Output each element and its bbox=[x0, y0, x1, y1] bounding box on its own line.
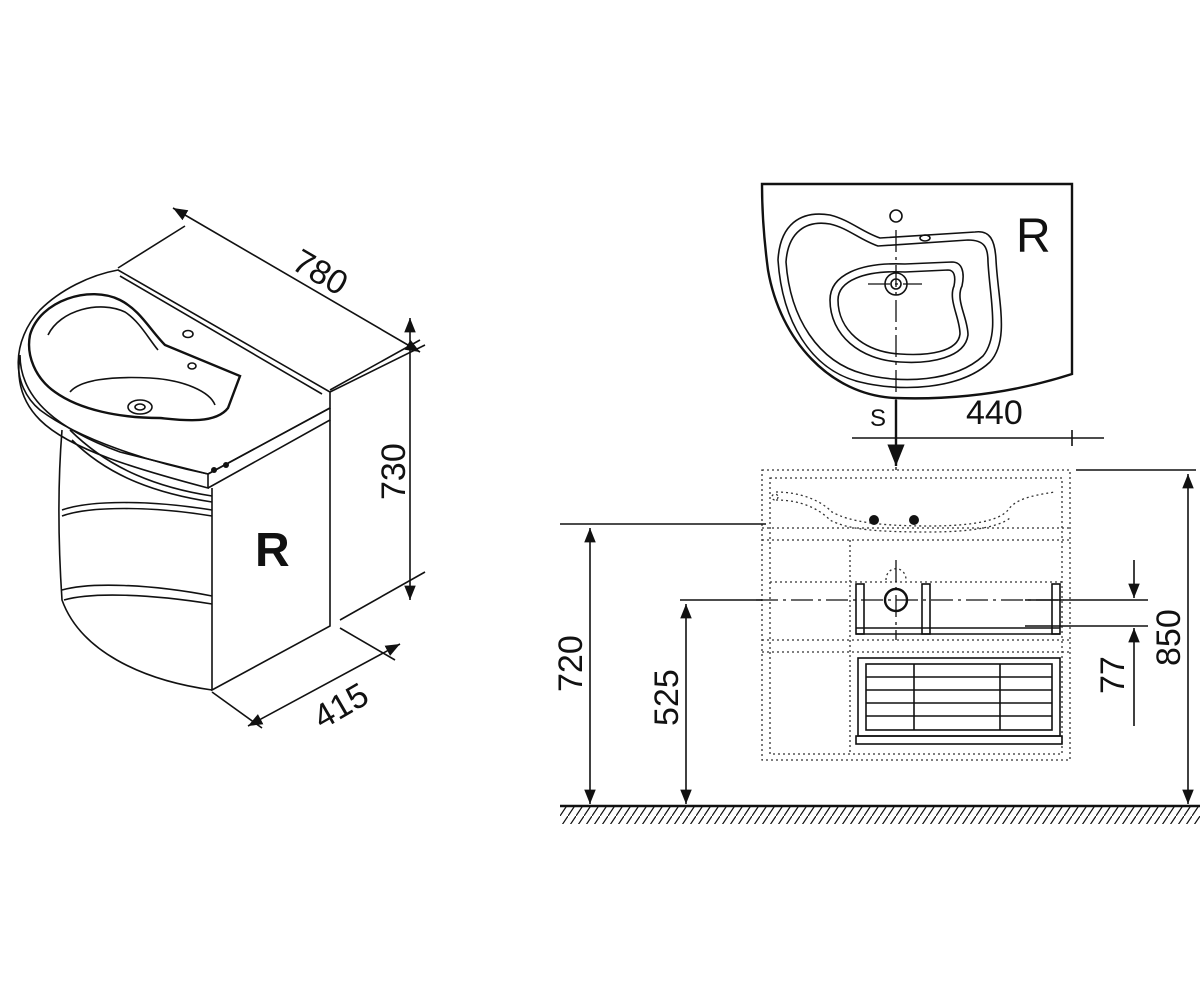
dim-525: 525 bbox=[648, 669, 686, 726]
dim-77: 77 bbox=[1094, 656, 1132, 694]
dim-730: 730 bbox=[375, 443, 413, 500]
dim-440: 440 bbox=[966, 394, 1023, 432]
dim-415: 415 bbox=[307, 676, 375, 737]
basin-top-view: R S 440 bbox=[760, 182, 1104, 472]
isometric-cabinet-view: R 780 730 415 bbox=[17, 207, 426, 737]
s-label: S bbox=[870, 405, 886, 432]
dim-850: 850 bbox=[1150, 609, 1188, 666]
basin-side-label: R bbox=[1016, 210, 1051, 263]
side-label: R bbox=[255, 524, 290, 577]
dim-780: 780 bbox=[286, 242, 354, 303]
front-elevation-view: 720 525 77 850 bbox=[552, 469, 1200, 824]
dim-720: 720 bbox=[552, 635, 590, 692]
